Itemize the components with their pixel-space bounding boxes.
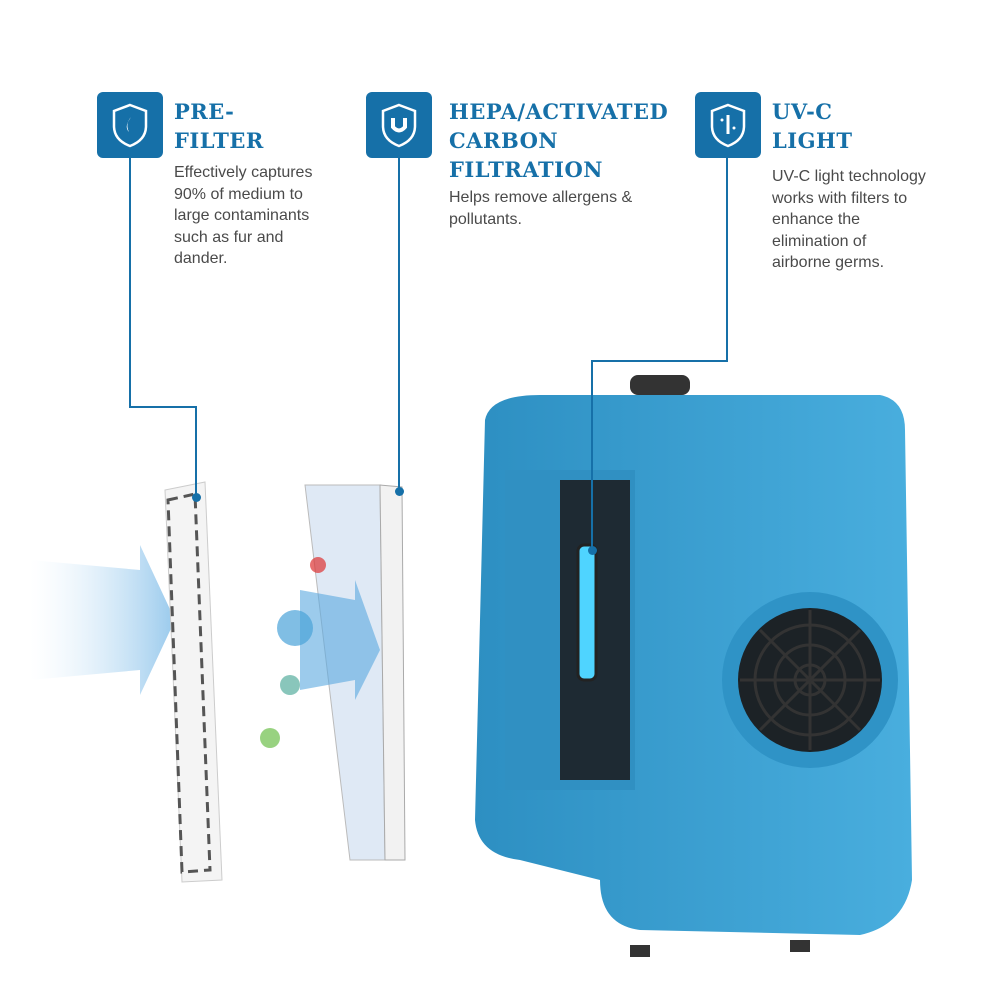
connector-line: [591, 360, 728, 362]
connector-dot: [192, 493, 201, 502]
connector-line: [398, 157, 400, 490]
connector-dot: [588, 546, 597, 555]
connector-line: [195, 406, 197, 496]
feature-description: Helps remove allergens &pollutants.: [449, 189, 633, 228]
connector-line: [591, 360, 593, 550]
air-scrubber-device: [475, 375, 912, 957]
germ-icon: [260, 728, 280, 748]
airflow-arrow: [30, 545, 175, 695]
connector-dot: [395, 487, 404, 496]
shield-magnet-icon: [366, 92, 432, 158]
connector-line: [129, 406, 196, 408]
germ-icon: [280, 675, 300, 695]
hepa-filter-panel: [300, 484, 406, 861]
germ-icon: [310, 557, 326, 573]
germ-icon: [277, 610, 313, 646]
shield-uv-icon: [695, 92, 761, 158]
pre-filter-panel: [164, 481, 223, 883]
feature-title: PRE-FILTER: [174, 99, 264, 153]
shield-flame-icon: [97, 92, 163, 158]
connector-line: [129, 157, 131, 407]
connector-line: [726, 157, 728, 362]
